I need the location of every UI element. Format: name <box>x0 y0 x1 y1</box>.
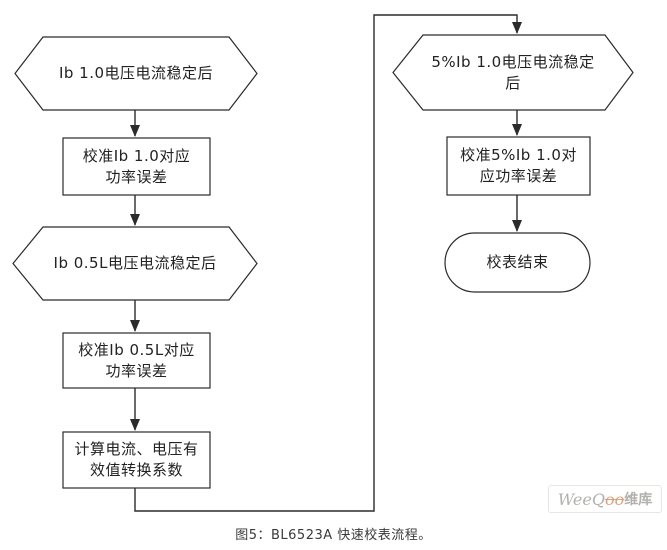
watermark-brand-text: WeeQoo <box>558 490 624 509</box>
rect-proc-calibrate-5pct-ib <box>446 136 591 196</box>
connector-rect3-to-hex3-elbow <box>134 14 522 512</box>
watermark-badge: WeeQoo 维库 <box>548 485 662 513</box>
hexagon-cond-ib-0-5l <box>12 226 258 301</box>
hexagon-cond-5pct-ib <box>392 34 634 111</box>
rect-proc-calibrate-ib-0-5l <box>62 332 211 389</box>
stadium-terminator-end <box>444 232 591 293</box>
hexagon-cond-ib-1-0 <box>14 36 258 111</box>
figure-caption: 图5：BL6523A 快速校表流程。 <box>235 528 432 543</box>
watermark-brand-part1: WeeQ <box>557 489 605 509</box>
watermark-brand-part2: oo <box>604 489 625 509</box>
watermark-cjk-text: 维库 <box>624 492 653 508</box>
rect-proc-calibrate-ib-1-0 <box>62 137 211 196</box>
rect-proc-compute-rms-coeff <box>62 431 211 489</box>
